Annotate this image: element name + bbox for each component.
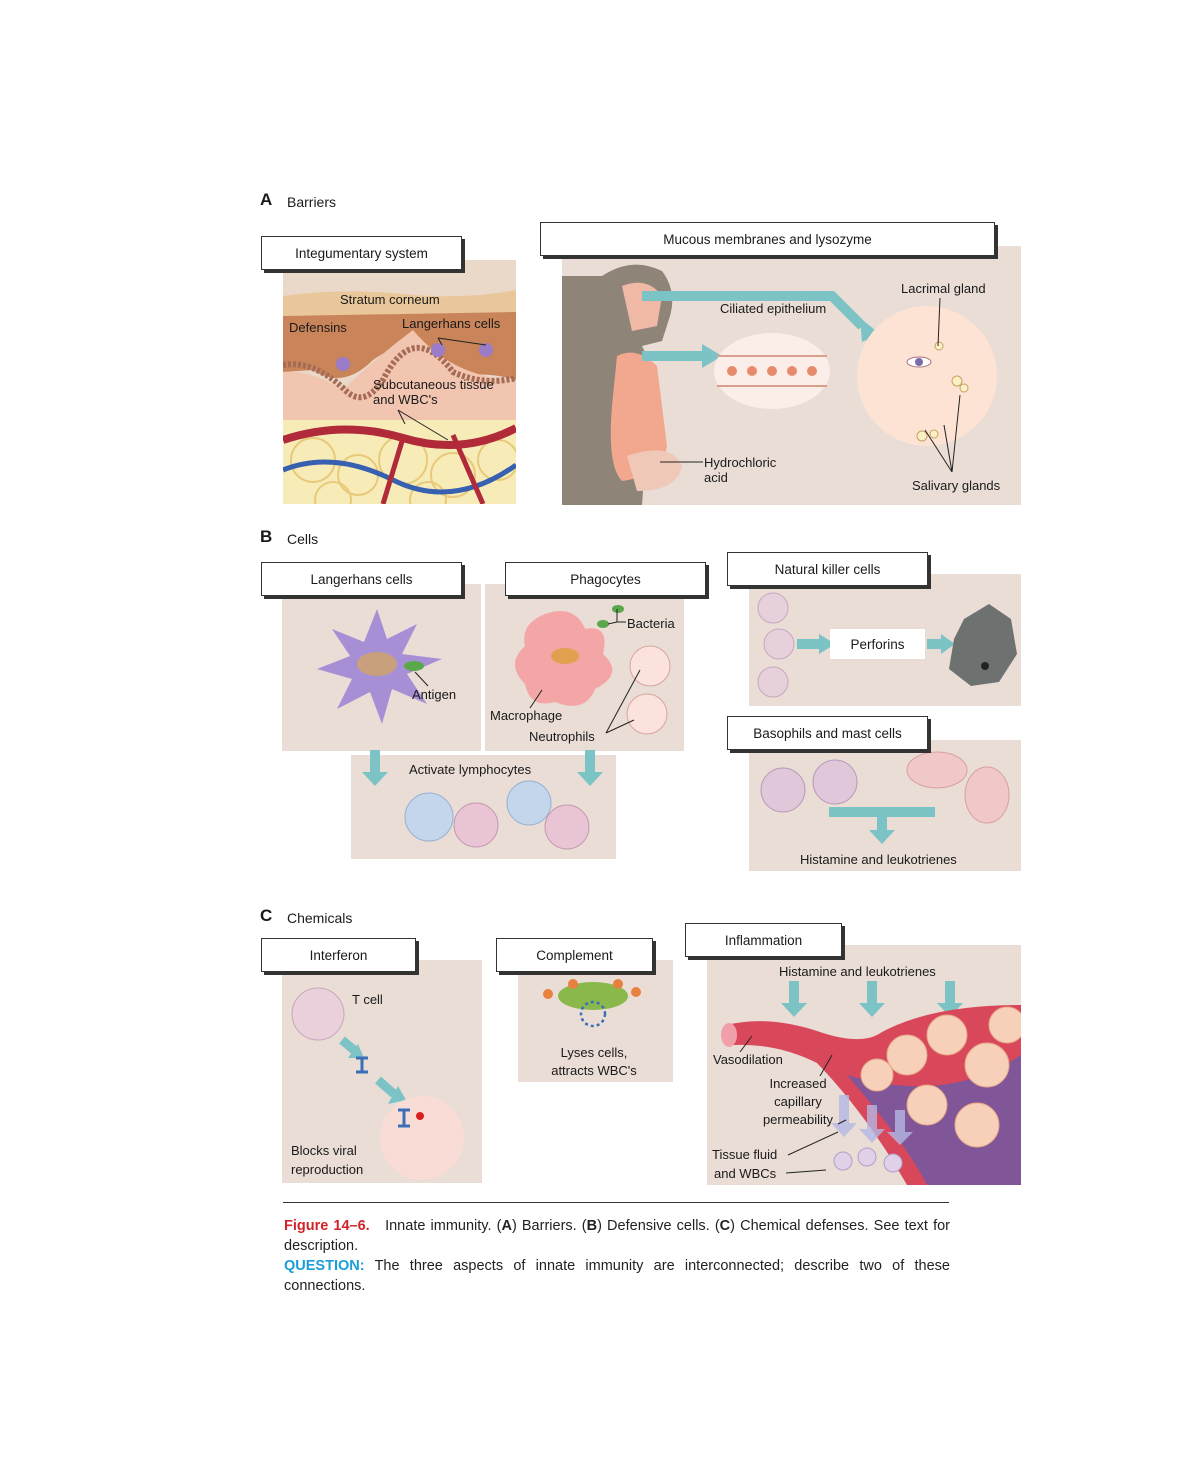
increased-permeability-line1: Increased <box>769 1076 827 1091</box>
tissue-fluid-label-line2: and WBCs <box>714 1166 777 1181</box>
perforins-box: Perforins <box>830 629 925 659</box>
blocks-viral-label-line1: Blocks viral <box>291 1143 357 1158</box>
figure-caption: Figure 14–6. Innate immunity. (A) Barrie… <box>284 1216 950 1296</box>
macrophage-label: Macrophage <box>490 708 563 723</box>
lyses-cells-label-line2: attracts WBC's <box>551 1063 637 1078</box>
hydrochloric-label-line1: Hydrochloric <box>704 455 777 470</box>
caption-text-1: Innate immunity. ( <box>385 1218 502 1234</box>
activate-lymphocytes-label: Activate lymphocytes <box>409 762 532 777</box>
caption-ref-a: A <box>501 1218 512 1234</box>
phagocyte-art <box>515 605 671 735</box>
inflammation-illustration <box>707 945 1021 1185</box>
basophils-illustration <box>749 740 1021 871</box>
section-c-title: Chemicals <box>287 910 353 926</box>
caption-ref-b: B <box>586 1218 598 1234</box>
bacteria-label: Bacteria <box>627 616 675 631</box>
langerhans-illustration <box>282 584 481 751</box>
basophils-mast-cells-box: Basophils and mast cells <box>727 716 928 750</box>
stratum-corneum-label: Stratum corneum <box>340 292 440 307</box>
interferon-illustration <box>282 960 482 1183</box>
increased-permeability-line2: capillary <box>774 1094 822 1109</box>
natural-killer-cells-box: Natural killer cells <box>727 552 928 586</box>
increased-permeability-line3: permeability <box>762 1112 834 1127</box>
langerhans-cell-art <box>317 609 442 724</box>
figure-number: Figure 14–6. <box>284 1218 370 1234</box>
interferon-box: Interferon <box>261 938 416 972</box>
complement-illustration <box>518 960 673 1082</box>
section-b-letter: B <box>260 527 273 546</box>
caption-ref-c: C <box>719 1218 731 1234</box>
salivary-glands-label: Salivary glands <box>912 478 1001 493</box>
lymphocytes-art <box>404 780 590 850</box>
tissue-fluid-label-line1: Tissue fluid <box>712 1147 778 1162</box>
langerhans-cells-label: Langerhans cells <box>402 316 501 331</box>
defensins-label: Defensins <box>289 320 347 335</box>
subcutaneous-label-line2: and WBC's <box>373 392 438 407</box>
phagocytes-illustration <box>485 584 684 751</box>
section-b-title: Cells <box>287 531 319 547</box>
inflammation-box: Inflammation <box>685 923 842 957</box>
caption-text-2: ) Barriers. ( <box>511 1218 587 1234</box>
antigen-label: Antigen <box>412 687 457 702</box>
t-cell-label: T cell <box>352 992 383 1007</box>
ciliated-epithelium-label: Ciliated epithelium <box>720 301 827 316</box>
hydrochloric-label-line2: acid <box>704 470 728 485</box>
complement-art <box>543 979 641 1028</box>
interferon-art <box>291 987 464 1180</box>
subcutaneous-label-line1: Subcutaneous tissue <box>373 377 494 392</box>
nk-cells-illustration <box>749 574 1021 706</box>
lyses-cells-label-line1: Lyses cells, <box>560 1045 628 1060</box>
basophils-art <box>760 751 1010 844</box>
caption-text-4: ) Chemical defenses. See text for descri… <box>284 1218 950 1254</box>
integumentary-system-box: Integumentary system <box>261 236 462 270</box>
vasodilation-label: Vasodilation <box>713 1052 783 1067</box>
mucous-membranes-art <box>562 264 997 505</box>
question-tag: QUESTION: <box>284 1258 365 1274</box>
section-c-letter: C <box>260 906 273 925</box>
section-a-letter: A <box>260 190 273 209</box>
caption-text-3: ) Defensive cells. ( <box>597 1218 720 1234</box>
phagocytes-box: Phagocytes <box>505 562 706 596</box>
question-text: The three aspects of innate immunity are… <box>284 1258 950 1294</box>
nk-cells-art <box>757 592 1017 698</box>
complement-box: Complement <box>496 938 653 972</box>
blocks-viral-label-line2: reproduction <box>291 1162 364 1177</box>
skin-illustration <box>283 260 516 504</box>
neutrophils-label: Neutrophils <box>529 729 595 744</box>
mucous-membranes-box: Mucous membranes and lysozyme <box>540 222 995 256</box>
lacrimal-gland-label: Lacrimal gland <box>901 281 986 296</box>
caption-rule <box>283 1202 949 1203</box>
mucous-illustration <box>562 246 1021 505</box>
skin-layers-art <box>283 260 516 504</box>
lymphocytes-illustration <box>351 755 616 859</box>
histamine-leukotrienes-label-b: Histamine and leukotrienes <box>800 852 957 867</box>
histamine-leukotrienes-label-c: Histamine and leukotrienes <box>779 964 936 979</box>
section-a-title: Barriers <box>287 194 337 210</box>
inflammation-art <box>721 981 1021 1185</box>
langerhans-cells-box: Langerhans cells <box>261 562 462 596</box>
